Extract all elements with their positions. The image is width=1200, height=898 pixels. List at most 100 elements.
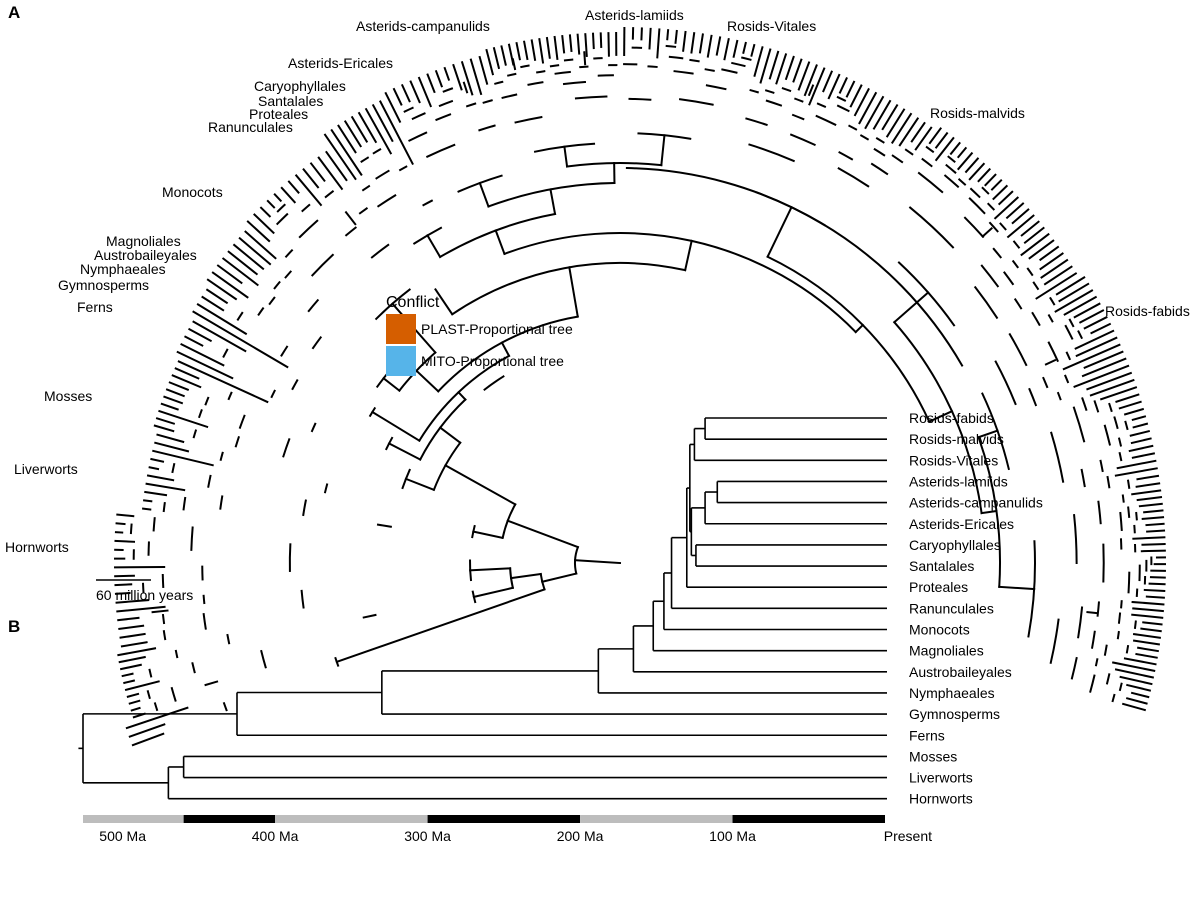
fan-tree-ray [827,73,841,100]
fan-tree-ray [1132,639,1161,646]
fan-tree-ray [715,36,722,56]
time-tree-tip-label: Rosids-malvids [909,431,1004,447]
fan-tree-ray [124,680,160,692]
fan-tree-arc [1103,424,1112,446]
time-tree-tip-label: Austrobaileyales [909,664,1012,680]
fan-tree-arc [361,184,371,192]
fan-tree-ray [1039,252,1064,271]
fan-tree-ray [797,61,811,91]
fan-tree-arc [1093,400,1100,413]
fan-tree-ray [1099,386,1138,401]
time-tree-tip-label: Caryophyllales [909,537,1001,553]
fan-tree-ray [485,48,495,76]
fan-tree-ray [753,46,764,77]
fan-tree-ray [1075,336,1118,358]
fan-tree-arc [227,391,233,401]
fan-tree-arc [1077,606,1084,639]
fan-tree-arc [270,389,276,399]
fan-tree-arc [311,336,323,350]
fan-tree-arc [673,70,694,75]
fan-tree-arc [1094,658,1099,667]
legend-label-mito: MITO-Proportional tree [421,353,564,369]
fan-tree-ray [1131,489,1162,496]
fan-tree-ray [171,374,202,389]
fan-tree-ray [723,37,730,61]
fan-tree-ray [371,410,421,443]
legend-swatch-mito [386,346,416,376]
clade-label-rosids-vitales: Rosids-Vitales [727,18,816,34]
fan-tree-arc [482,99,493,104]
fan-tree-ray [1035,272,1078,300]
fan-tree-ray [872,99,892,130]
fan-tree-arc [302,499,307,517]
fan-tree-ray [478,181,490,208]
fan-tree-ray [227,250,259,276]
fan-tree-arc [1080,468,1086,488]
fan-tree-arc [1125,644,1130,654]
clade-label-ranunculales: Ranunculales [208,119,293,135]
fan-tree-ray [898,117,920,147]
time-axis-tick-label: Present [884,828,932,844]
clade-label-ferns: Ferns [77,299,113,315]
legend-label-plast: PLAST-Proportional tree [421,321,573,337]
legend-title: Conflict [386,294,440,311]
conflict-legend: Conflict PLAST-Proportional tree MITO-Pr… [386,294,573,376]
fan-tree-ray [854,323,865,334]
fan-tree-ray [808,67,826,106]
scale-bar-label: 60 million years [96,587,193,603]
fan-tree-arc [411,112,426,121]
fan-tree-arc [549,64,560,68]
fan-tree-arc [280,345,289,357]
fan-tree-ray [1119,675,1153,686]
fan-tree-ray [992,184,1009,201]
fan-tree-arc [282,438,291,458]
fan-tree-arc [438,99,454,108]
fan-tree-ray [549,188,557,216]
fan-tree-branches [114,27,1167,747]
fan-tree-arc [1089,674,1096,693]
fan-tree-ray [956,146,968,159]
fan-tree-arc [968,197,986,215]
fan-tree-arc [988,221,999,233]
fan-tree-ray [1062,343,1121,371]
clade-label-asterids-ericales: Asterids-Ericales [288,55,393,71]
fan-tree-ray [980,509,998,515]
fan-tree-arc [152,517,156,532]
fan-tree-ray [119,663,142,671]
fan-tree-ray [415,369,440,393]
fan-tree-ray [683,239,693,272]
fan-tree-ray [584,33,588,58]
fan-tree-ray [119,632,146,639]
time-axis-band [580,815,733,823]
fan-tree-ray [118,624,145,631]
fan-tree-ray [881,103,899,131]
clade-label-nymphaeales: Nymphaeales [80,261,166,277]
clade-label-asterids-lamiids: Asterids-lamiids [585,7,684,23]
clade-label-caryophyllales: Caryophyllales [254,78,346,94]
fan-tree-arc [969,187,981,199]
fan-tree-arc [1077,330,1084,340]
time-tree-tip-label: Asterids-lamiids [909,473,1008,489]
fan-tree-arc [647,65,658,69]
time-axis-tick-label: 100 Ma [709,828,756,844]
time-tree-tip-label: Asterids-Ericales [909,516,1014,532]
fan-tree-ray [1131,415,1147,422]
clade-label-austrobaileyales: Austrobaileyales [94,247,197,263]
fan-tree-arc [146,690,151,700]
fan-tree-ray [849,84,863,108]
fan-tree-ray [426,234,442,259]
fan-tree-ray [1125,697,1148,705]
fan-tree-arc [848,124,858,131]
fan-tree-ray [998,585,1036,591]
fan-tree-arc [1012,240,1021,249]
fan-tree-ray [706,34,713,58]
panel-a-fan-tree: Asterids-campanulids Asterids-lamiids Ro… [5,7,1190,747]
fan-tree-ray [784,55,795,81]
fan-tree-ray [114,583,133,587]
fan-tree-arc [1120,600,1123,609]
fan-tree-ray [509,572,542,580]
fan-tree-arc [721,68,738,74]
fan-tree-ray [1132,633,1161,639]
fan-tree-ray [117,616,140,622]
